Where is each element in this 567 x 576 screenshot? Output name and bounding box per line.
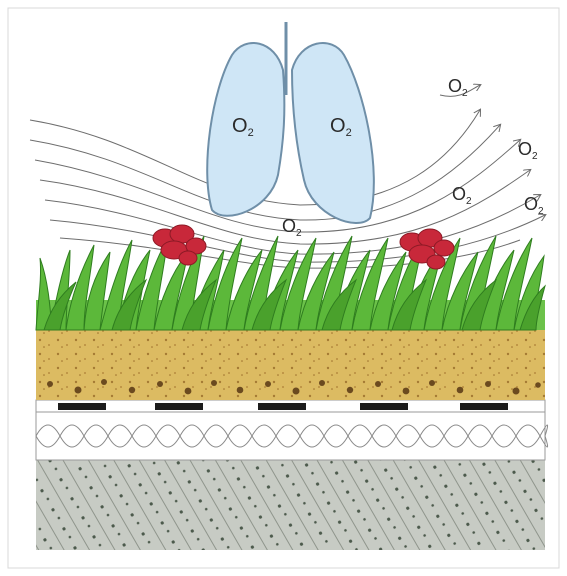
insulation-layer [36, 412, 548, 460]
substrate-layer [36, 328, 545, 400]
drainage-membrane-layer [36, 400, 545, 412]
concrete-deck-layer [36, 460, 545, 550]
